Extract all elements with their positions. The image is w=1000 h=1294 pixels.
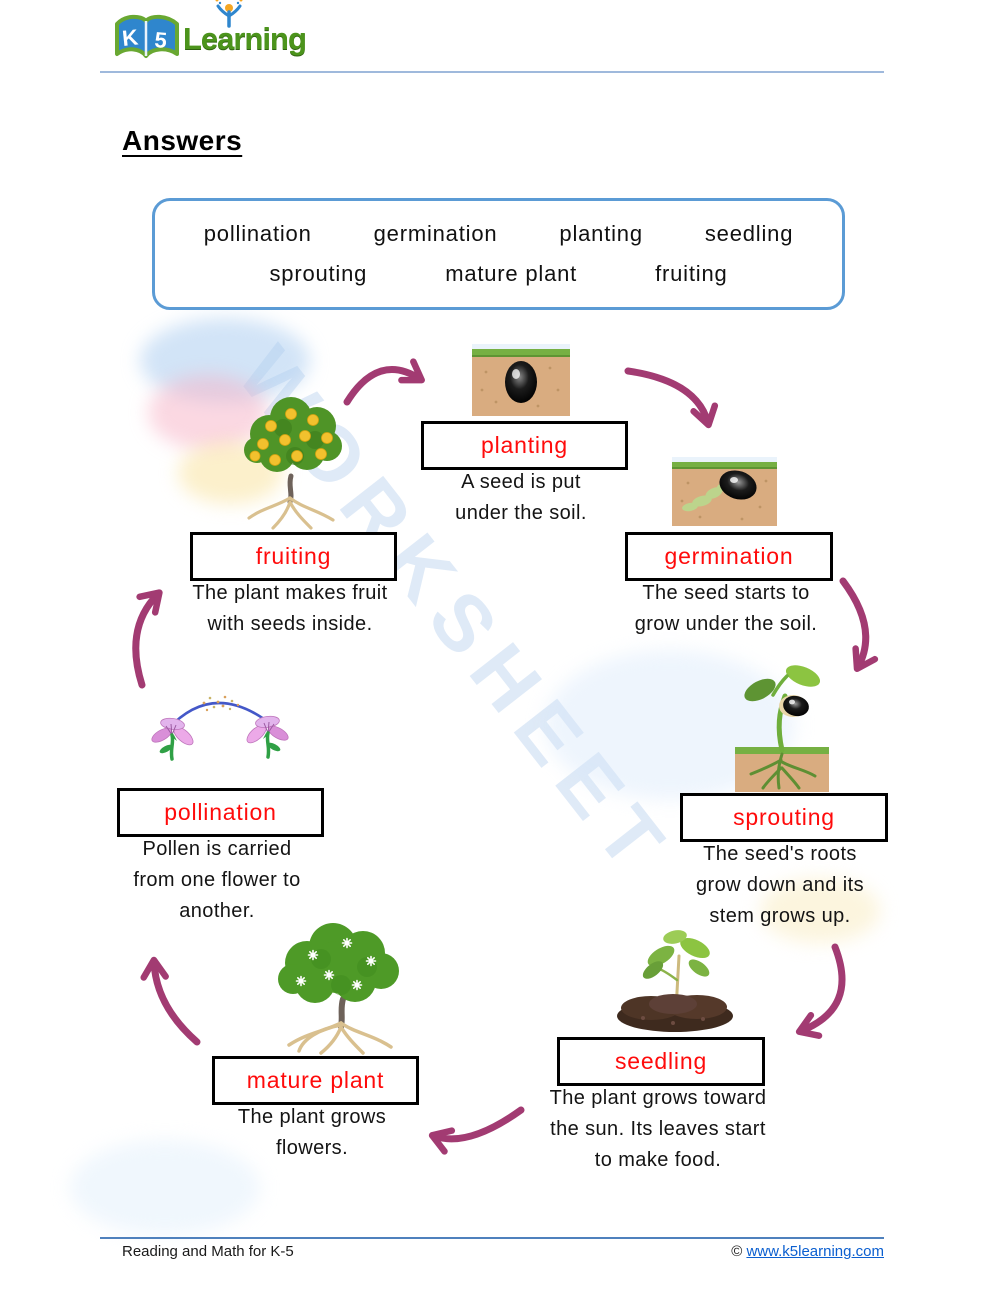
svg-text:5: 5: [154, 27, 168, 53]
germination-description: The seed starts to grow under the soil.: [634, 582, 818, 635]
word-sprouting: sprouting: [269, 261, 368, 286]
arrow-mature-plant-to-pollination: [140, 956, 201, 1046]
pollination-label-box: pollination: [117, 788, 324, 837]
mature-plant-description: The plant grows flowers.: [237, 1106, 387, 1159]
pastel-blob-pink: [148, 375, 268, 450]
word-pollination: pollination: [203, 221, 312, 246]
copyright-symbol: ©: [731, 1243, 747, 1260]
footer-divider: [100, 1237, 884, 1239]
k5-book-icon: K 5: [113, 12, 181, 66]
arrow-planting-to-germination: [624, 367, 719, 429]
word-bank-row-2: sprouting mature plant fruiting: [155, 261, 842, 287]
logo-learning-text: Learning: [183, 21, 307, 56]
pastel-blob-blue-3: [70, 1140, 260, 1235]
planting-description: A seed is put under the soil.: [455, 471, 587, 524]
arrow-sprouting-to-seedling: [795, 943, 846, 1039]
fruiting-label-box: fruiting: [190, 532, 397, 581]
arrow-seedling-to-mature-plant: [428, 1106, 525, 1155]
mature-plant-label: mature plant: [246, 1067, 385, 1093]
word-mature-plant: mature plant: [445, 261, 578, 286]
sprouting-label-box: sprouting: [680, 793, 888, 842]
mature-plant-label-box: mature plant: [212, 1056, 419, 1105]
mature-plant-illustration: [278, 923, 399, 1055]
arrow-germination-to-sprouting: [839, 577, 879, 673]
word-planting: planting: [559, 221, 643, 246]
seedling-description: The plant grows toward the sun. Its leav…: [549, 1087, 767, 1171]
pollination-description: Pollen is carried from one flower to ano…: [133, 838, 301, 922]
sprouting-illustration: [735, 665, 829, 792]
word-bank-box: pollination germination planting seedlin…: [152, 198, 845, 310]
logo-person-icon: [209, 0, 249, 37]
seedling-label: seedling: [614, 1048, 708, 1074]
word-germination: germination: [373, 221, 498, 246]
fruiting-description: The plant makes fruit with seeds inside.: [192, 582, 388, 635]
pollination-label: pollination: [164, 799, 277, 825]
k5-learning-logo: K 5 Learning: [113, 0, 307, 66]
page-title: Answers: [122, 125, 243, 156]
footer-tagline: Reading and Math for K-5: [122, 1243, 294, 1260]
seedling-label-box: seedling: [557, 1037, 765, 1086]
planting-label: planting: [481, 432, 568, 458]
arrow-pollination-to-fruiting: [132, 589, 163, 689]
sprouting-description: The seed's roots grow down and its stem …: [695, 843, 864, 927]
planting-label-box: planting: [421, 421, 628, 470]
pollination-illustration: [147, 695, 293, 761]
fruiting-label: fruiting: [255, 543, 332, 569]
word-bank-row-1: pollination germination planting seedlin…: [155, 221, 842, 247]
germination-label: germination: [664, 543, 794, 569]
seedling-illustration: [617, 930, 733, 1032]
word-fruiting: fruiting: [655, 261, 728, 286]
word-seedling: seedling: [704, 221, 794, 246]
pastel-blob-yellow-2: [760, 878, 880, 943]
planting-illustration: [472, 344, 570, 416]
fruiting-illustration: [244, 397, 342, 530]
header-divider: [100, 71, 884, 73]
svg-text:K: K: [121, 24, 140, 51]
germination-label-box: germination: [625, 532, 833, 581]
sprouting-label: sprouting: [733, 804, 835, 830]
footer-copyright: © www.k5learning.com: [731, 1243, 884, 1260]
k5learning-link[interactable]: www.k5learning.com: [746, 1243, 884, 1260]
germination-illustration: [672, 457, 777, 526]
arrow-fruiting-to-planting: [343, 358, 425, 406]
